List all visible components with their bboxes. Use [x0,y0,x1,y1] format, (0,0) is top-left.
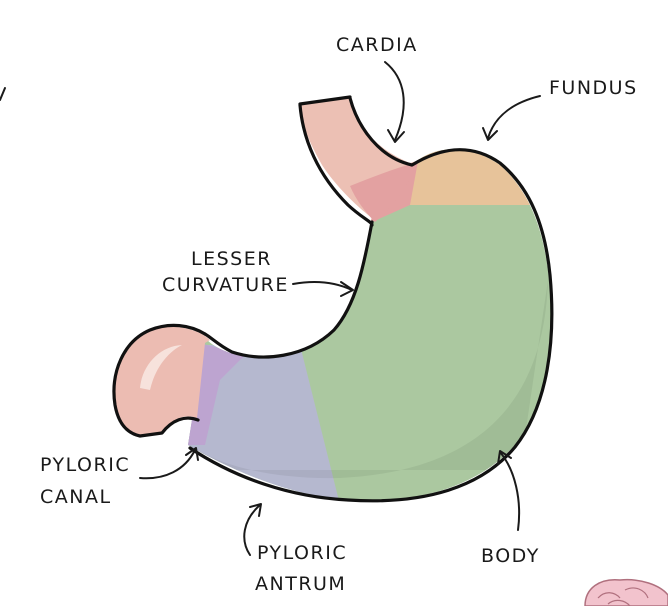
label-pyloric-canal-line1: PYLORIC [40,454,130,476]
label-pyloric-canal-line2: CANAL [40,486,112,508]
label-body: BODY [481,545,540,567]
esophagus-top-outline [298,95,352,106]
duodenum-outline [112,323,207,438]
fundus-region [395,149,551,205]
esophagus-left-outline [298,103,374,227]
arrow-lesser-curvature [292,281,354,297]
lesser-curvature-outline [203,220,374,359]
label-pyloric-antrum-line1: PYLORIC [257,542,347,564]
label-fundus: FUNDUS [549,77,638,99]
arrow-pyloric-antrum [243,503,262,556]
duodenum-highlight [140,345,182,390]
brain-logo [584,578,668,606]
pen-mark [0,87,6,101]
arrow-cardia [384,61,405,143]
cardia-band [350,162,418,222]
esophagus-right-outline [188,96,554,503]
arrow-fundus [482,95,541,141]
label-lesser-curvature-line2: CURVATURE [162,274,289,296]
arrow-pyloric-canal [139,447,199,480]
label-pyloric-antrum-line2: ANTRUM [255,573,346,595]
label-cardia: CARDIA [336,34,418,56]
arrow-body [497,450,521,531]
label-lesser-curvature-line1: LESSER [191,248,272,270]
duodenum [114,326,210,435]
